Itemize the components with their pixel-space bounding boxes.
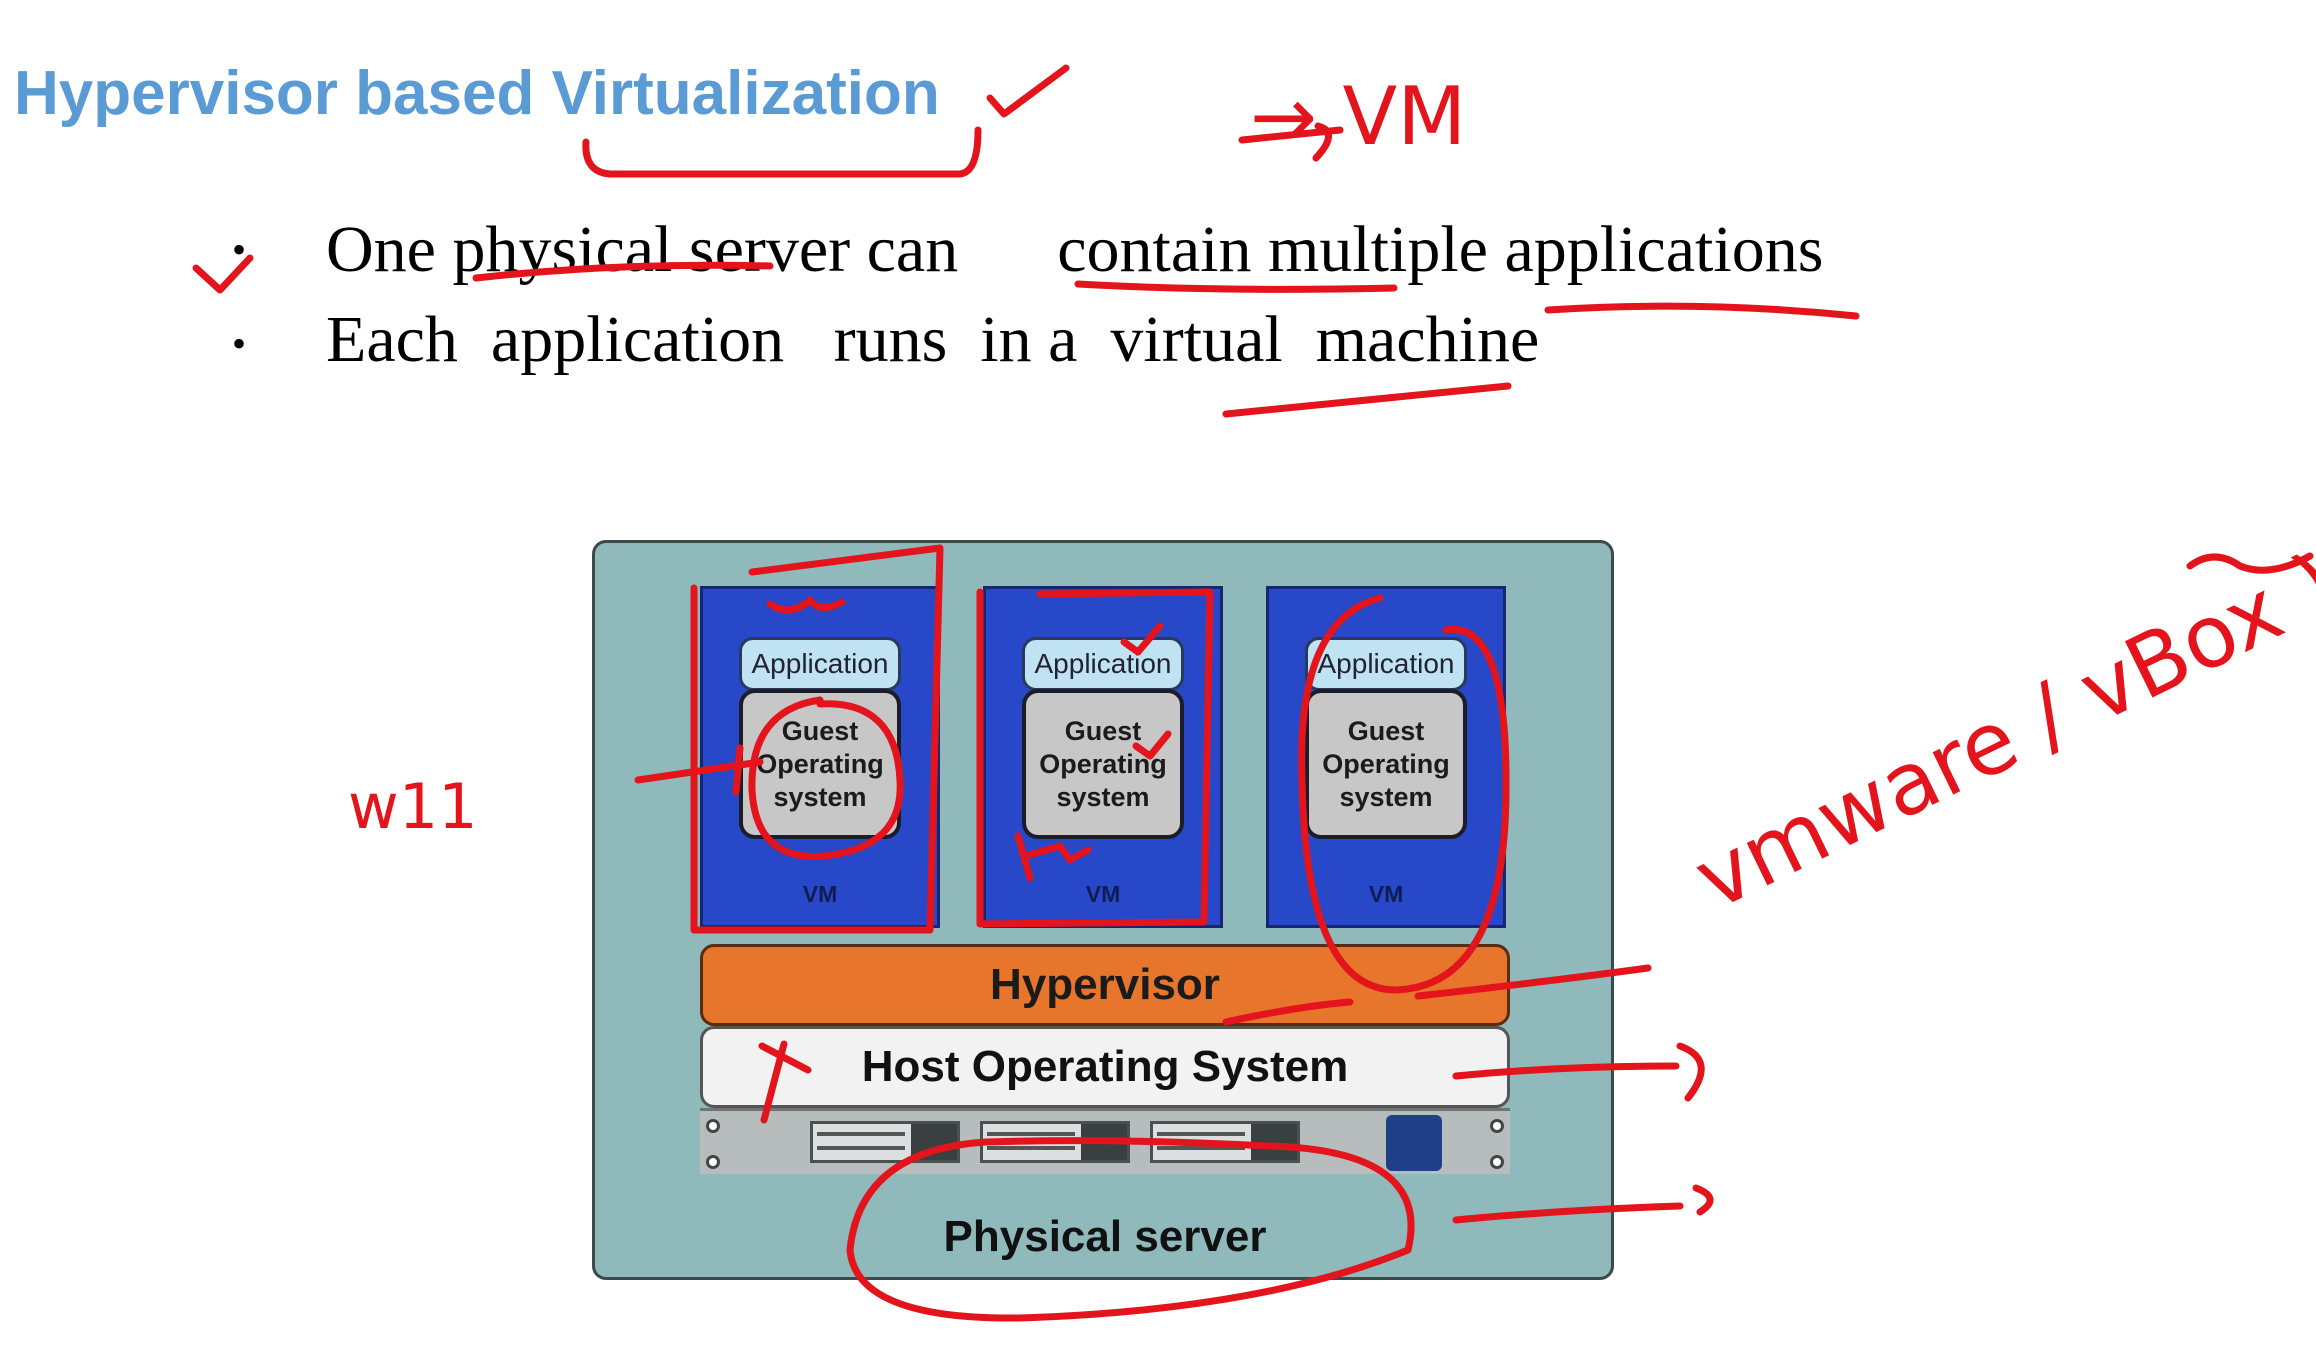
vm-label: VM bbox=[802, 881, 838, 907]
underline-machine bbox=[1222, 382, 1512, 418]
screw-icon bbox=[1490, 1155, 1504, 1169]
power-button-icon bbox=[1386, 1115, 1442, 1171]
vm-label: VM bbox=[1368, 881, 1404, 907]
vm-box-2: Application Guest Operating system VM bbox=[983, 586, 1223, 928]
drive-bay-icon bbox=[1150, 1121, 1300, 1163]
vm-box-3: Application Guest Operating system VM bbox=[1266, 586, 1506, 928]
vm-annotation: → VM bbox=[1250, 70, 1467, 163]
drive-bay-icon bbox=[810, 1121, 960, 1163]
title-underline bbox=[582, 126, 982, 178]
vm-guest-os: Guest Operating system bbox=[1022, 689, 1184, 839]
vm-application: Application bbox=[1022, 637, 1184, 691]
server-rack bbox=[700, 1108, 1510, 1174]
bullet-marker: • bbox=[232, 227, 247, 272]
hypervisor-layer: Hypervisor bbox=[700, 944, 1510, 1026]
drive-bay-icon bbox=[980, 1121, 1130, 1163]
w11-annotation: w11 bbox=[348, 770, 478, 843]
check-mark-icon bbox=[986, 64, 1070, 118]
vm-guest-os: Guest Operating system bbox=[739, 689, 901, 839]
vm-guest-os: Guest Operating system bbox=[1305, 689, 1467, 839]
screw-icon bbox=[1490, 1119, 1504, 1133]
vm-application: Application bbox=[739, 637, 901, 691]
physical-server-label: Physical server bbox=[943, 1212, 1267, 1261]
screw-icon bbox=[706, 1155, 720, 1169]
bullet-text-1: One physical server can contain multiple… bbox=[326, 213, 1824, 286]
vmware-annotation: vmware / vBox ) bbox=[1680, 533, 2316, 930]
underline-applications bbox=[1544, 302, 1860, 320]
screw-icon bbox=[706, 1119, 720, 1133]
slide-title: Hypervisor based Virtualization bbox=[14, 59, 940, 128]
vm-label: VM bbox=[1085, 881, 1121, 907]
bullet-text-2: Each application runs in a virtual machi… bbox=[326, 303, 1540, 376]
vm-application: Application bbox=[1305, 637, 1467, 691]
vm-box-1: Application Guest Operating system VM bbox=[700, 586, 940, 928]
host-os-layer: Host Operating System bbox=[700, 1026, 1510, 1108]
bullet-marker: • bbox=[232, 321, 247, 366]
